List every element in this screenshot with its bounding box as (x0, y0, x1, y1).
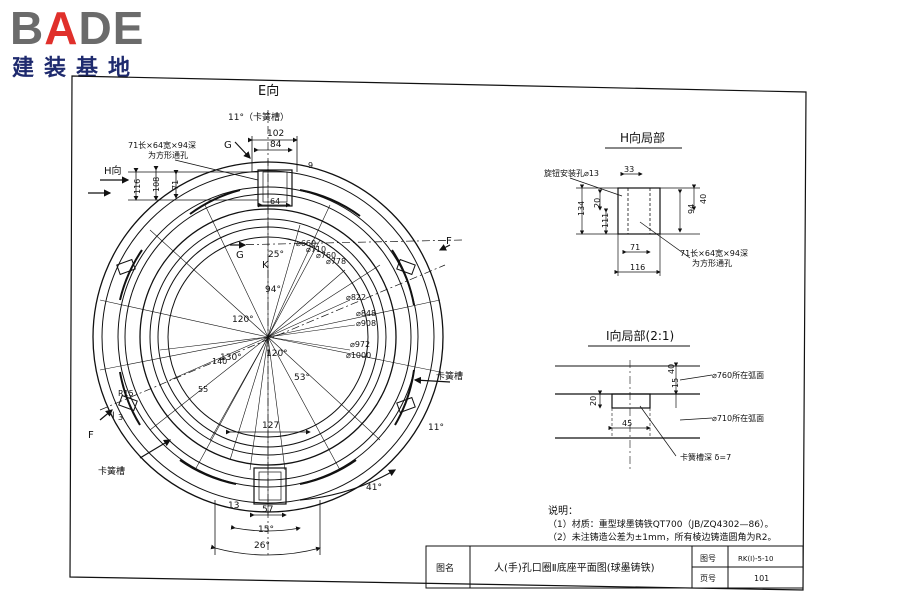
g-left-label: G (236, 250, 244, 261)
dim-108: 108 (152, 177, 161, 192)
h-dim-33: 33 (624, 165, 634, 174)
drawing-frame (69, 75, 807, 591)
angle-120b: 120° (266, 349, 288, 359)
clip-slot-right-label: 卡簧槽 (436, 370, 463, 382)
angle-15: 15° (258, 525, 274, 535)
f-left-label: F (88, 430, 94, 441)
dim-71: 71 (171, 180, 180, 190)
dia-778: ⌀778 (326, 257, 346, 266)
title-block: 图名 人(手)孔口圈Ⅱ底座平面图(球墨铸铁) 图号 RK(I)-5-10 页号 … (425, 545, 804, 589)
rib-pads (116, 258, 416, 414)
dia-908: ⌀908 (356, 319, 376, 328)
clip-slot-bottom-label: 卡簧槽 (98, 465, 125, 477)
h-detail-view: H向局部 旋钮安装孔⌀13 33 134 20 111 94 (544, 130, 748, 276)
dia-660: ⌀660 (296, 239, 316, 248)
e-view-title: E向 (258, 83, 279, 99)
i-dim-45: 45 (622, 419, 632, 428)
drawing-no: RK(I)-5-10 (738, 555, 773, 563)
dim-64: 64 (270, 197, 280, 206)
main-plan-view: E向 11°（卡簧槽） 102 84 71长×64宽×94深 为方形通孔 H向 … (88, 83, 463, 556)
i-detail-title: I向局部(2:1) (606, 328, 674, 343)
dim-9: 9 (308, 161, 313, 170)
h-dim-40: 40 (699, 194, 708, 204)
h-hole-note-2: 为方形通孔 (692, 258, 732, 268)
h-dim-111: 111 (601, 213, 610, 228)
notes-heading: 说明： (548, 504, 578, 517)
i-dim-40: 40 (667, 364, 676, 374)
top-dimensions (128, 136, 298, 208)
drawing-name-label: 图名 (436, 562, 454, 574)
h-detail-title: H向局部 (620, 130, 665, 145)
bade-logo: BADE 建装基地 (10, 4, 180, 84)
dia-710: ⌀710 (306, 245, 326, 254)
logo-brand-a: A (44, 2, 79, 54)
top-square-hole-inner (262, 171, 288, 203)
radius-15: R15 (118, 389, 134, 398)
i-dim-15: 15 (671, 378, 680, 388)
h-dim-94: 94 (687, 204, 696, 214)
note-2: （2）未注铸造公差为±1mm，所有棱边铸造圆角为R2。 (548, 531, 777, 543)
angle-11b: 11° (428, 423, 444, 433)
dim-102: 102 (267, 129, 284, 139)
h-dim-20: 20 (593, 198, 602, 208)
i-label: I (112, 411, 115, 421)
logo-brand-de: DE (78, 2, 145, 54)
page-no: 101 (754, 574, 769, 583)
angle-120a: 120° (232, 315, 254, 325)
dim-3: 3 (118, 413, 123, 422)
k-label: K (262, 260, 269, 271)
i-detail-view: I向局部(2:1) 15 40 20 45 ⌀760所在弧面 ⌀710所在弧面 … (555, 328, 764, 470)
angle-26: 26° (254, 541, 270, 551)
dia-1000: ⌀1000 (346, 351, 371, 360)
view-arrows (88, 141, 451, 501)
i-arc-710: ⌀710所在弧面 (712, 413, 764, 423)
h-hole-note-1: 71长×64宽×94深 (680, 248, 748, 258)
dim-84: 84 (270, 140, 282, 150)
dia-760: ⌀760 (316, 251, 336, 260)
drawing-no-label: 图号 (700, 554, 716, 563)
angle-25: 25° (268, 250, 284, 260)
g-top-label: G (224, 140, 232, 151)
hole-note-1: 71长×64宽×94深 (128, 140, 196, 150)
angle-130: 130° (220, 353, 242, 363)
bottom-dimensions (210, 429, 321, 556)
h-view-label: H向 (104, 164, 122, 177)
h-dim-134: 134 (577, 201, 586, 216)
dim-127: 127 (262, 421, 279, 431)
center-lines (99, 110, 463, 555)
i-groove-label: 卡簧槽深 δ=7 (680, 452, 731, 462)
h-bolt-hole-label: 旋钮安装孔⌀13 (544, 168, 599, 178)
f-right-label: F (446, 236, 452, 247)
dim-140: 140 (212, 357, 227, 366)
h-dim-71: 71 (630, 243, 640, 252)
radial-lines (99, 160, 441, 515)
slot-angle-label: 11°（卡簧槽） (228, 111, 289, 123)
page-label: 页号 (700, 574, 716, 583)
dim-57: 57 (262, 505, 273, 515)
hole-note-2: 为方形通孔 (148, 150, 188, 160)
dia-848: ⌀848 (356, 309, 376, 318)
bottom-square-hole-inner (258, 471, 282, 501)
angle-53: 53° (294, 373, 310, 383)
dim-55: 55 (198, 385, 208, 394)
logo-brand-b: B (10, 2, 45, 54)
dim-116: 116 (133, 179, 142, 194)
dim-13: 13 (228, 501, 239, 511)
h-detail-body (617, 187, 661, 235)
drawing-name: 人(手)孔口圈Ⅱ底座平面图(球墨铸铁) (494, 561, 655, 574)
angle-94: 94° (265, 285, 281, 295)
notes: 说明： （1）材质：重型球墨铸铁QT700（JB/ZQ4302—86）。 （2）… (548, 504, 777, 543)
bottom-square-hole (253, 467, 287, 505)
i-dim-20: 20 (589, 396, 598, 406)
dia-972: ⌀972 (350, 340, 370, 349)
logo-brand: BADE (10, 4, 144, 52)
angle-41: 41° (366, 483, 382, 493)
dia-822: ⌀822 (346, 293, 366, 302)
h-dim-116: 116 (630, 263, 645, 272)
i-arc-760: ⌀760所在弧面 (712, 370, 764, 380)
note-1: （1）材质：重型球墨铸铁QT700（JB/ZQ4302—86）。 (548, 518, 773, 530)
